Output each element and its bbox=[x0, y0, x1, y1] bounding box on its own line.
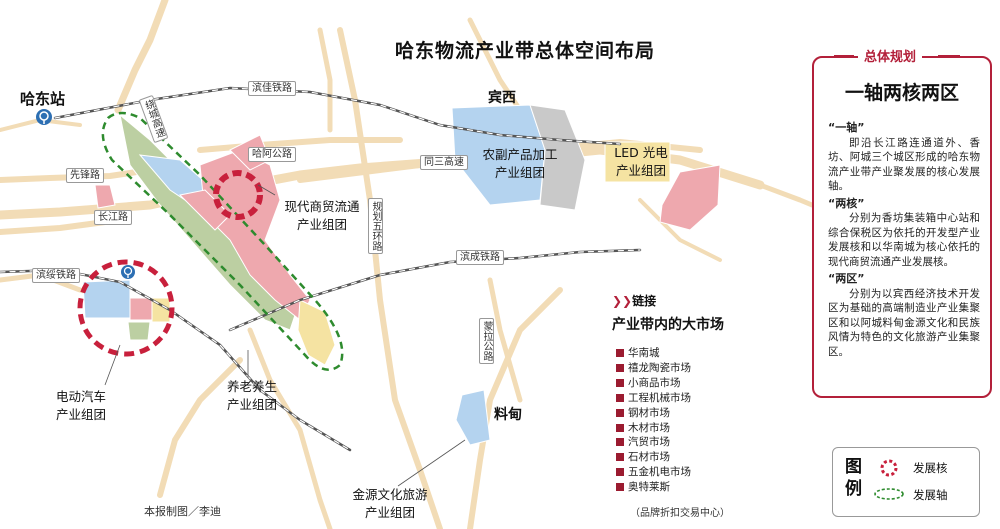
road-east-2 bbox=[638, 198, 722, 262]
section-heading: “一轴” bbox=[828, 121, 865, 134]
list-item: 汽贸市场 bbox=[616, 435, 691, 450]
label-bincheng-railway: 滨成铁路 bbox=[456, 250, 504, 265]
railway-binjia-dash bbox=[54, 87, 621, 145]
development-axis bbox=[101, 111, 344, 371]
map-title: 哈东物流产业带总体空间布局 bbox=[395, 40, 656, 62]
label-haa-road: 哈阿公路 bbox=[248, 147, 296, 162]
leader-lines bbox=[104, 184, 466, 487]
label-binsui-railway: 滨绥铁路 bbox=[32, 268, 80, 283]
list-item: 工程机械市场 bbox=[616, 391, 691, 406]
section-text: 分别为香坊集装箱中心站和综合保税区为依托的开发型产业发展核和以华南城为核心依托的… bbox=[828, 212, 980, 268]
markets-list: 华南城 禧龙陶瓷市场 小商品市场 工程机械市场 钢材市场 木材市场 汽贸市场 石… bbox=[616, 346, 691, 495]
section-text: 分别为以宾西经济技术开发区为基础的高端制造业产业集聚区和以阿城料甸金源文化和民族… bbox=[828, 287, 980, 358]
panel-title: 一轴两核两区 bbox=[844, 82, 959, 104]
road-east-1 bbox=[757, 182, 815, 208]
map-credit: 本报制图／李迪 bbox=[144, 505, 221, 518]
road-haa bbox=[197, 137, 403, 153]
road-raocheng-south bbox=[157, 357, 243, 498]
section-heading: “两区” bbox=[828, 272, 865, 285]
label-tongsan-highway: 同三高速 bbox=[420, 155, 468, 170]
zone-ev-yellow bbox=[151, 297, 171, 323]
road-binxi-north bbox=[467, 17, 523, 113]
double-chevron-icon: ❯❯ bbox=[612, 294, 633, 308]
label-guihua-ring5: 规划五环路 bbox=[368, 198, 383, 254]
list-item: 华南城 bbox=[616, 346, 691, 361]
station-icon-south bbox=[121, 265, 135, 279]
zone-label-modern-trade: 现代商贸流通 产业组团 bbox=[284, 199, 360, 232]
panel-body: “一轴” 即沿长江路连通道外、香坊、阿城三个城区形成的哈东物流产业带产业聚发展的… bbox=[828, 118, 980, 359]
zone-binxi-gray bbox=[529, 104, 586, 211]
label-binjia-railway: 滨佳铁路 bbox=[248, 81, 296, 96]
section-text: 即沿长江路连通道外、香坊、阿城三个城区形成的哈东物流产业带产业聚发展的核心发展轴… bbox=[828, 136, 980, 193]
panel-header: 总体规划 bbox=[858, 46, 923, 65]
place-hadong-station: 哈东站 bbox=[20, 90, 66, 108]
legend-title: 图例 bbox=[845, 457, 862, 499]
railway-bincheng-dash bbox=[229, 249, 641, 331]
zone-label-jinyuan: 金源文化旅游 产业组团 bbox=[352, 487, 428, 520]
development-core-trade bbox=[213, 170, 263, 220]
road-mengla bbox=[467, 287, 563, 529]
zone-label-elderly-care: 养老养生 产业组团 bbox=[226, 379, 277, 412]
road-raocheng bbox=[114, 0, 169, 114]
zone-liaodian-blue bbox=[455, 389, 491, 446]
zone-ev-pink bbox=[129, 297, 153, 321]
station-icon-hadong bbox=[36, 109, 52, 125]
list-item: 木材市场 bbox=[616, 421, 691, 436]
label-mengla-road: 蒙拉公路 bbox=[479, 318, 494, 364]
list-item: 奥特莱斯 bbox=[616, 480, 691, 495]
markets-title: 产业带内的大市场 bbox=[612, 317, 724, 333]
axis-symbol-icon bbox=[874, 488, 904, 500]
markets-note: （品牌折扣交易中心） bbox=[630, 508, 730, 519]
section-heading: “两核” bbox=[828, 196, 865, 210]
list-item: 石材市场 bbox=[616, 450, 691, 465]
label-xianfeng-road: 先锋路 bbox=[66, 168, 104, 183]
planning-panel: 一轴两核两区 “一轴” 即沿长江路连通道外、香坊、阿城三个城区形成的哈东物流产业… bbox=[812, 56, 992, 398]
core-symbol-icon bbox=[880, 459, 898, 477]
zone-label-ev: 电动汽车 产业组团 bbox=[55, 389, 106, 422]
link-heading: ❯❯链接 bbox=[612, 294, 657, 308]
legend: 图例 发展核 发展轴 bbox=[832, 447, 980, 517]
legend-axis-label: 发展轴 bbox=[913, 488, 948, 502]
development-core-ev bbox=[77, 259, 175, 357]
place-liaodian: 料甸 bbox=[494, 407, 522, 423]
road-mengla-2 bbox=[487, 277, 523, 403]
zone-east-pink bbox=[659, 164, 721, 231]
road-north bbox=[317, 27, 333, 133]
panel-header-rules bbox=[834, 55, 960, 57]
zone-ev-blue bbox=[82, 279, 131, 319]
zone-pink-west bbox=[94, 184, 116, 209]
road-south-1 bbox=[247, 327, 333, 529]
list-item: 五金机电市场 bbox=[616, 465, 691, 480]
legend-core-label: 发展核 bbox=[913, 461, 948, 475]
zone-label-led: LED 光电 产业组团 bbox=[614, 145, 668, 178]
list-item: 钢材市场 bbox=[616, 406, 691, 421]
zone-led-yellow bbox=[604, 141, 671, 183]
road-ring5 bbox=[337, 27, 443, 529]
place-binxi: 宾西 bbox=[488, 90, 516, 106]
list-item: 小商品市场 bbox=[616, 376, 691, 391]
list-item: 禧龙陶瓷市场 bbox=[616, 361, 691, 376]
label-changjiang-road: 长江路 bbox=[94, 210, 132, 225]
zone-label-agri: 农副产品加工 产业组团 bbox=[482, 147, 558, 180]
zone-ev-green bbox=[127, 321, 151, 341]
